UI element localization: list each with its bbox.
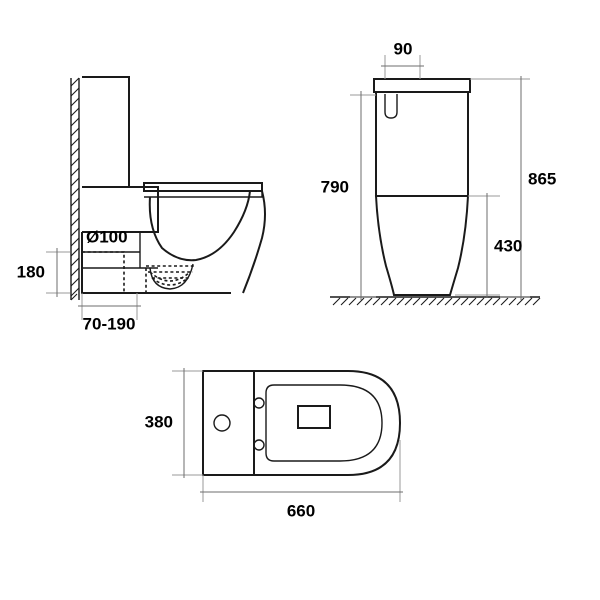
bowl-height-label: 430: [494, 236, 522, 255]
side-trap-sump: [149, 263, 194, 290]
dimension-outlet-offset: 70-190: [78, 293, 141, 333]
side-bowl-inner: [148, 190, 251, 262]
plan-bolt-hole-top: [253, 397, 265, 409]
flush-button-slot: [384, 94, 398, 119]
side-trap-curve-hidden-2: [151, 277, 189, 286]
side-elevation-view: Ø100 180 70-190: [17, 76, 266, 333]
plan-length-label: 660: [287, 501, 315, 520]
plan-inlet-hole: [213, 414, 231, 432]
side-trap-curve-hidden: [149, 271, 191, 282]
outlet-height-label: 180: [17, 262, 45, 281]
wall-hatching: [70, 77, 80, 301]
dimension-outlet-height: 180: [17, 248, 70, 297]
dimension-overall-height: 865: [470, 76, 556, 300]
dimension-bowl-height: 430: [455, 193, 522, 298]
side-base-body: [82, 186, 159, 233]
dimension-cistern-height: 790: [321, 91, 376, 300]
side-bowl-front: [242, 190, 266, 294]
front-elevation-view: 90 790 865 430: [321, 39, 556, 306]
dimension-plan-width: 380: [145, 368, 203, 478]
flush-width-label: 90: [394, 39, 413, 58]
plan-outer-body: [202, 370, 402, 476]
front-cistern-lid: [373, 78, 471, 93]
cistern-height-label: 790: [321, 177, 349, 196]
side-cistern: [82, 76, 130, 188]
dimension-plan-length: 660: [200, 440, 403, 520]
outlet-offset-label: 70-190: [83, 314, 136, 333]
plan-view: 380 660: [145, 368, 403, 520]
front-bowl-body: [374, 195, 470, 296]
plan-width-label: 380: [145, 412, 173, 431]
side-seat-lid: [143, 182, 263, 192]
front-cistern-body: [375, 92, 469, 197]
plan-outlet-rect: [297, 405, 331, 429]
side-outlet-hidden-top: [82, 251, 125, 293]
plan-seat-outline: [265, 384, 383, 462]
dimension-flush-width: 90: [381, 39, 424, 79]
overall-height-label: 865: [528, 169, 556, 188]
outlet-diameter-label: Ø100: [86, 227, 128, 246]
plan-bolt-hole-bottom: [253, 439, 265, 451]
